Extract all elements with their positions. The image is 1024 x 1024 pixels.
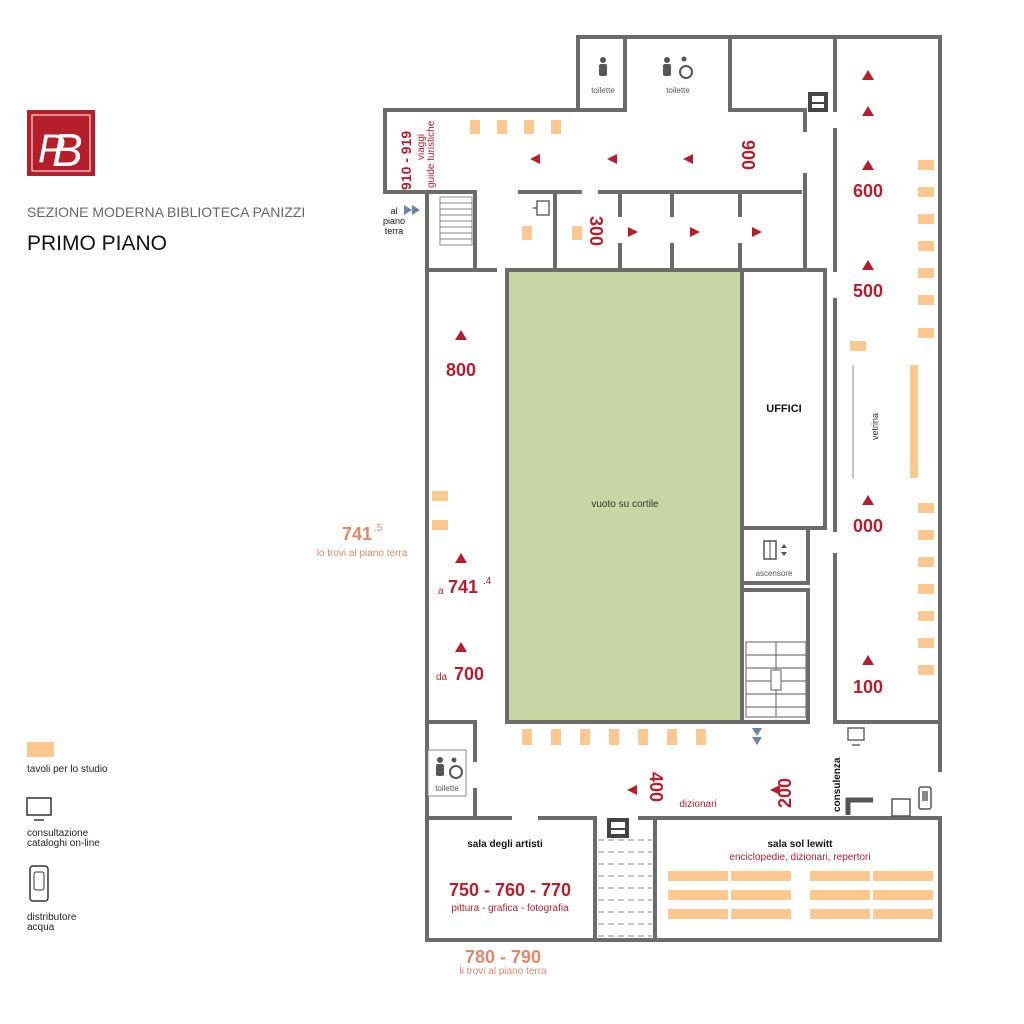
- section-700-prefix: da: [436, 672, 448, 683]
- section-741-label: 741: [448, 577, 478, 597]
- vetrina-label: vetrina: [870, 413, 880, 440]
- section-910-sub2: guide turistiche: [426, 120, 437, 188]
- legend-table-swatch: [27, 742, 54, 757]
- legend-catalog-line1: consultazione: [27, 828, 89, 839]
- section-750-label: 750 - 760 - 770: [449, 880, 571, 900]
- stairs-icon: [598, 839, 652, 937]
- logo-letter-p: P: [38, 127, 65, 171]
- uffici-label: UFFICI: [766, 403, 801, 415]
- legend-tables-label: tavoli per lo studio: [27, 764, 108, 775]
- stairs-direction-arrows: [404, 205, 762, 745]
- sala-artisti-label: sala degli artisti: [467, 839, 543, 850]
- section-000-label: 000: [853, 516, 883, 536]
- legend: tavoli per lo studio consultazione catal…: [26, 742, 108, 933]
- direction-arrows: [455, 70, 874, 795]
- section-700-label: 700: [454, 664, 484, 684]
- legend-water-line1: distributore: [27, 912, 77, 923]
- ascensore-label: ascensore: [756, 569, 793, 578]
- study-tables: [432, 120, 934, 919]
- section-900-label: 900: [738, 140, 758, 170]
- section-300-label: 300: [586, 216, 606, 246]
- courtyard-label: vuoto su cortile: [591, 499, 659, 510]
- toilette-label: toilette: [591, 86, 615, 95]
- section-400-label: 400: [646, 772, 666, 802]
- monitor-icon: [26, 797, 52, 821]
- section-500-label: 500: [853, 281, 883, 301]
- sala-lewitt-label: sala sol lewitt: [767, 839, 833, 850]
- section-741-prefix: a: [438, 586, 444, 597]
- printer-icon[interactable]: [808, 92, 828, 112]
- section-750-sub: pittura - grafica - fotografia: [451, 903, 569, 914]
- al-piano-label-2: piano: [383, 216, 405, 226]
- stairs-icon[interactable]: [745, 641, 807, 718]
- water-dispenser-icon[interactable]: [918, 786, 932, 810]
- water-dispenser-icon: [29, 865, 49, 902]
- section-910-sub1: viaggi: [416, 134, 427, 160]
- section-800-label: 800: [446, 360, 476, 380]
- section-600-label: 600: [853, 181, 883, 201]
- section-910-label: 910 - 919: [398, 131, 414, 190]
- consulenza-label: consulenza: [832, 757, 843, 812]
- page-subtitle: SEZIONE MODERNA BIBLIOTECA PANIZZI: [27, 204, 305, 220]
- section-741-sup: .4: [483, 576, 492, 587]
- al-piano-label-1: al: [390, 206, 397, 216]
- wheelchair-icon[interactable]: toilette: [663, 56, 693, 96]
- legend-catalog-line2: cataloghi on-line: [27, 838, 100, 849]
- section-100-label: 100: [853, 677, 883, 697]
- stairs-icon[interactable]: [439, 196, 473, 246]
- legend-water-line2: acqua: [27, 922, 55, 933]
- section-780-sub: li trovi al piano terra: [459, 966, 547, 977]
- logo-letter-b: B: [52, 124, 83, 176]
- toilette-label: toilette: [435, 784, 459, 793]
- sala-lewitt-sub: enciclopedie, dizionari, repertori: [729, 852, 870, 863]
- toilet-icon[interactable]: toilette: [427, 749, 467, 797]
- toilette-label: toilette: [666, 86, 690, 95]
- consulenza-desk-icon: [845, 797, 911, 817]
- section-7415-sub: lo trovi al piano terra: [317, 548, 408, 559]
- page-title: PRIMO PIANO: [27, 232, 167, 255]
- monitor-icon[interactable]: [847, 727, 865, 746]
- dizionari-label: dizionari: [679, 799, 716, 810]
- courtyard-void: [505, 268, 744, 724]
- section-7415-label: 741: [342, 524, 372, 544]
- walls: [383, 35, 942, 942]
- library-logo: P B: [27, 110, 95, 176]
- elevator-icon[interactable]: [763, 540, 787, 560]
- monitor-icon[interactable]: [533, 200, 550, 216]
- al-piano-label-3: terra: [385, 226, 404, 236]
- section-200-label: 200: [775, 778, 795, 808]
- section-7415-sup: .5: [374, 523, 383, 534]
- section-780-label: 780 - 790: [465, 947, 541, 967]
- toilet-icon[interactable]: toilette: [591, 57, 615, 95]
- printer-icon[interactable]: [607, 818, 629, 838]
